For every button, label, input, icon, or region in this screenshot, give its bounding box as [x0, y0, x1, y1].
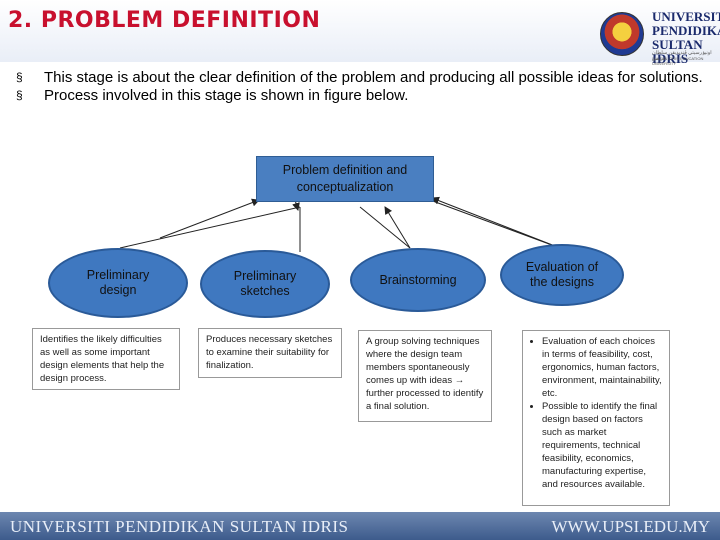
bullet-item: § This stage is about the clear definiti… [16, 69, 716, 86]
node-brainstorming: Brainstorming [350, 248, 486, 312]
logo-line-2: PENDIDIKAN [652, 23, 720, 38]
root-node: Problem definition and conceptualization [256, 156, 434, 202]
evaluation-item: Evaluation of each choices in terms of f… [542, 335, 662, 400]
description-brainstorming: A group solving techniques where the des… [358, 330, 492, 422]
description-text: Produces necessary sketches to examine t… [206, 334, 333, 371]
logo-wordmark: UNIVERSITI PENDIDIKAN SULTAN IDRIS [652, 10, 720, 66]
logo-line-1: UNIVERSITI [652, 9, 720, 24]
page-title: 2. PROBLEM DEFINITION [8, 8, 321, 33]
arrow-1 [159, 198, 260, 239]
node-preliminary-sketches: Preliminary sketches [200, 250, 330, 318]
university-logo: UNIVERSITI PENDIDIKAN SULTAN IDRIS اونيۏ… [596, 4, 720, 66]
node-preliminary-design: Preliminary design [48, 248, 188, 318]
description-preliminary-sketches: Produces necessary sketches to examine t… [198, 328, 342, 378]
footer-university-name: UNIVERSITI PENDIDIKAN SULTAN IDRIS [10, 517, 349, 536]
logo-line-3: SULTAN IDRIS [652, 37, 703, 66]
node-label: Preliminary sketches [233, 269, 297, 298]
description-text: A group solving techniques where the des… [366, 336, 484, 412]
description-evaluation: Evaluation of each choices in terms of f… [522, 330, 670, 506]
connector-3 [359, 206, 411, 249]
connector-lines [119, 196, 561, 252]
node-label: Brainstorming [379, 272, 457, 287]
bullet-text: This stage is about the clear definition… [44, 69, 703, 86]
arrow-4 [431, 196, 561, 249]
crest-icon [600, 12, 644, 56]
bullet-marker: § [16, 88, 23, 102]
node-evaluation: Evaluation of the designs [500, 244, 624, 306]
description-text: Identifies the likely difficulties as we… [40, 334, 165, 384]
description-preliminary-design: Identifies the likely difficulties as we… [32, 328, 180, 390]
connector-1 [119, 206, 301, 249]
logo-jawi: اونيۏرسيتي ڤنديديقن سلطان ادريس [652, 50, 712, 62]
arrow-3 [384, 206, 411, 249]
process-diagram: Problem definition and conceptualization… [0, 150, 720, 510]
node-label: Evaluation of the designs [525, 260, 599, 289]
bullet-list: § This stage is about the clear definiti… [16, 69, 716, 105]
node-label: Preliminary design [86, 268, 150, 297]
evaluation-item: Possible to identify the final design ba… [542, 400, 662, 491]
footer-website: WWW.UPSI.EDU.MY [551, 517, 710, 536]
logo-subtitle: SULTAN IDRIS EDUCATION UNIVERSITY [652, 56, 704, 66]
bullet-item: § Process involved in this stage is show… [16, 87, 716, 104]
footer-bar: UNIVERSITI PENDIDIKAN SULTAN IDRIS WWW.U… [0, 512, 720, 540]
evaluation-list: Evaluation of each choices in terms of f… [530, 335, 662, 491]
bullet-text: Process involved in this stage is shown … [44, 87, 409, 104]
bullet-marker: § [16, 70, 23, 84]
